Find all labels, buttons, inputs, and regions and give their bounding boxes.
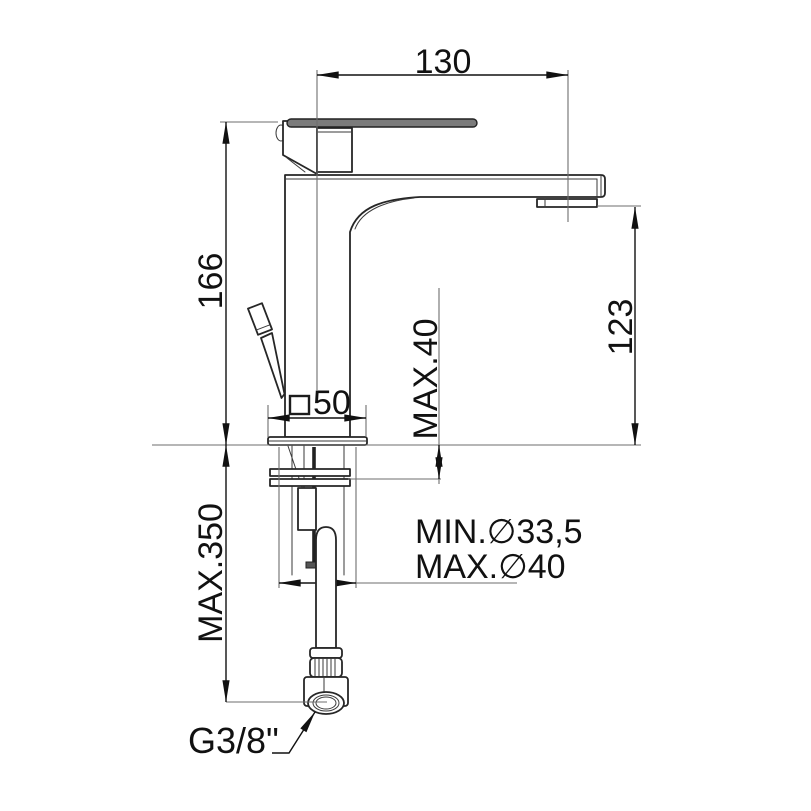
knurl-lines [314,658,336,677]
aerator [536,198,598,208]
label-max-deck: MAX.40 [407,319,445,440]
supply-hose [303,526,349,715]
dimension-labels: 130 166 123 MAX.40 50 MAX.350 MIN.∅33,5 … [188,43,640,761]
handle-base-chamfer [286,157,306,173]
mounting-washer-upper [269,468,351,477]
dimension-lines [222,71,639,754]
hole-extension-lines [278,447,357,588]
spout-endcap-line [596,174,602,198]
hose [315,526,337,649]
label-total-height: 166 [192,253,230,310]
label-thread: G3/8" [188,720,279,761]
nut-bore [315,696,337,710]
handle-base [282,120,318,175]
popup-knob-band [255,324,271,331]
label-max-hole: MAX.∅40 [415,548,566,586]
square-section-symbol [288,394,311,416]
spout-fillet-line [354,197,415,230]
label-reach: 130 [415,43,472,81]
nut-bottom-chamfer [312,694,340,712]
cartridge-cap [316,127,353,173]
label-spout-height: 123 [602,299,640,356]
popup-rod-shaft [260,332,286,399]
label-max-below: MAX.350 [192,503,230,643]
faucet-handle [275,118,478,175]
mounting-washer-lower [269,478,351,487]
mounting-spacer [297,487,317,531]
popup-knob [247,302,273,336]
thread-leader-line [272,711,316,754]
hose-ferrule [309,647,343,659]
popup-rod [247,302,286,399]
label-base-square: 50 [313,384,351,422]
label-min-hole: MIN.∅33,5 [415,513,583,551]
handle-lever [286,118,478,128]
